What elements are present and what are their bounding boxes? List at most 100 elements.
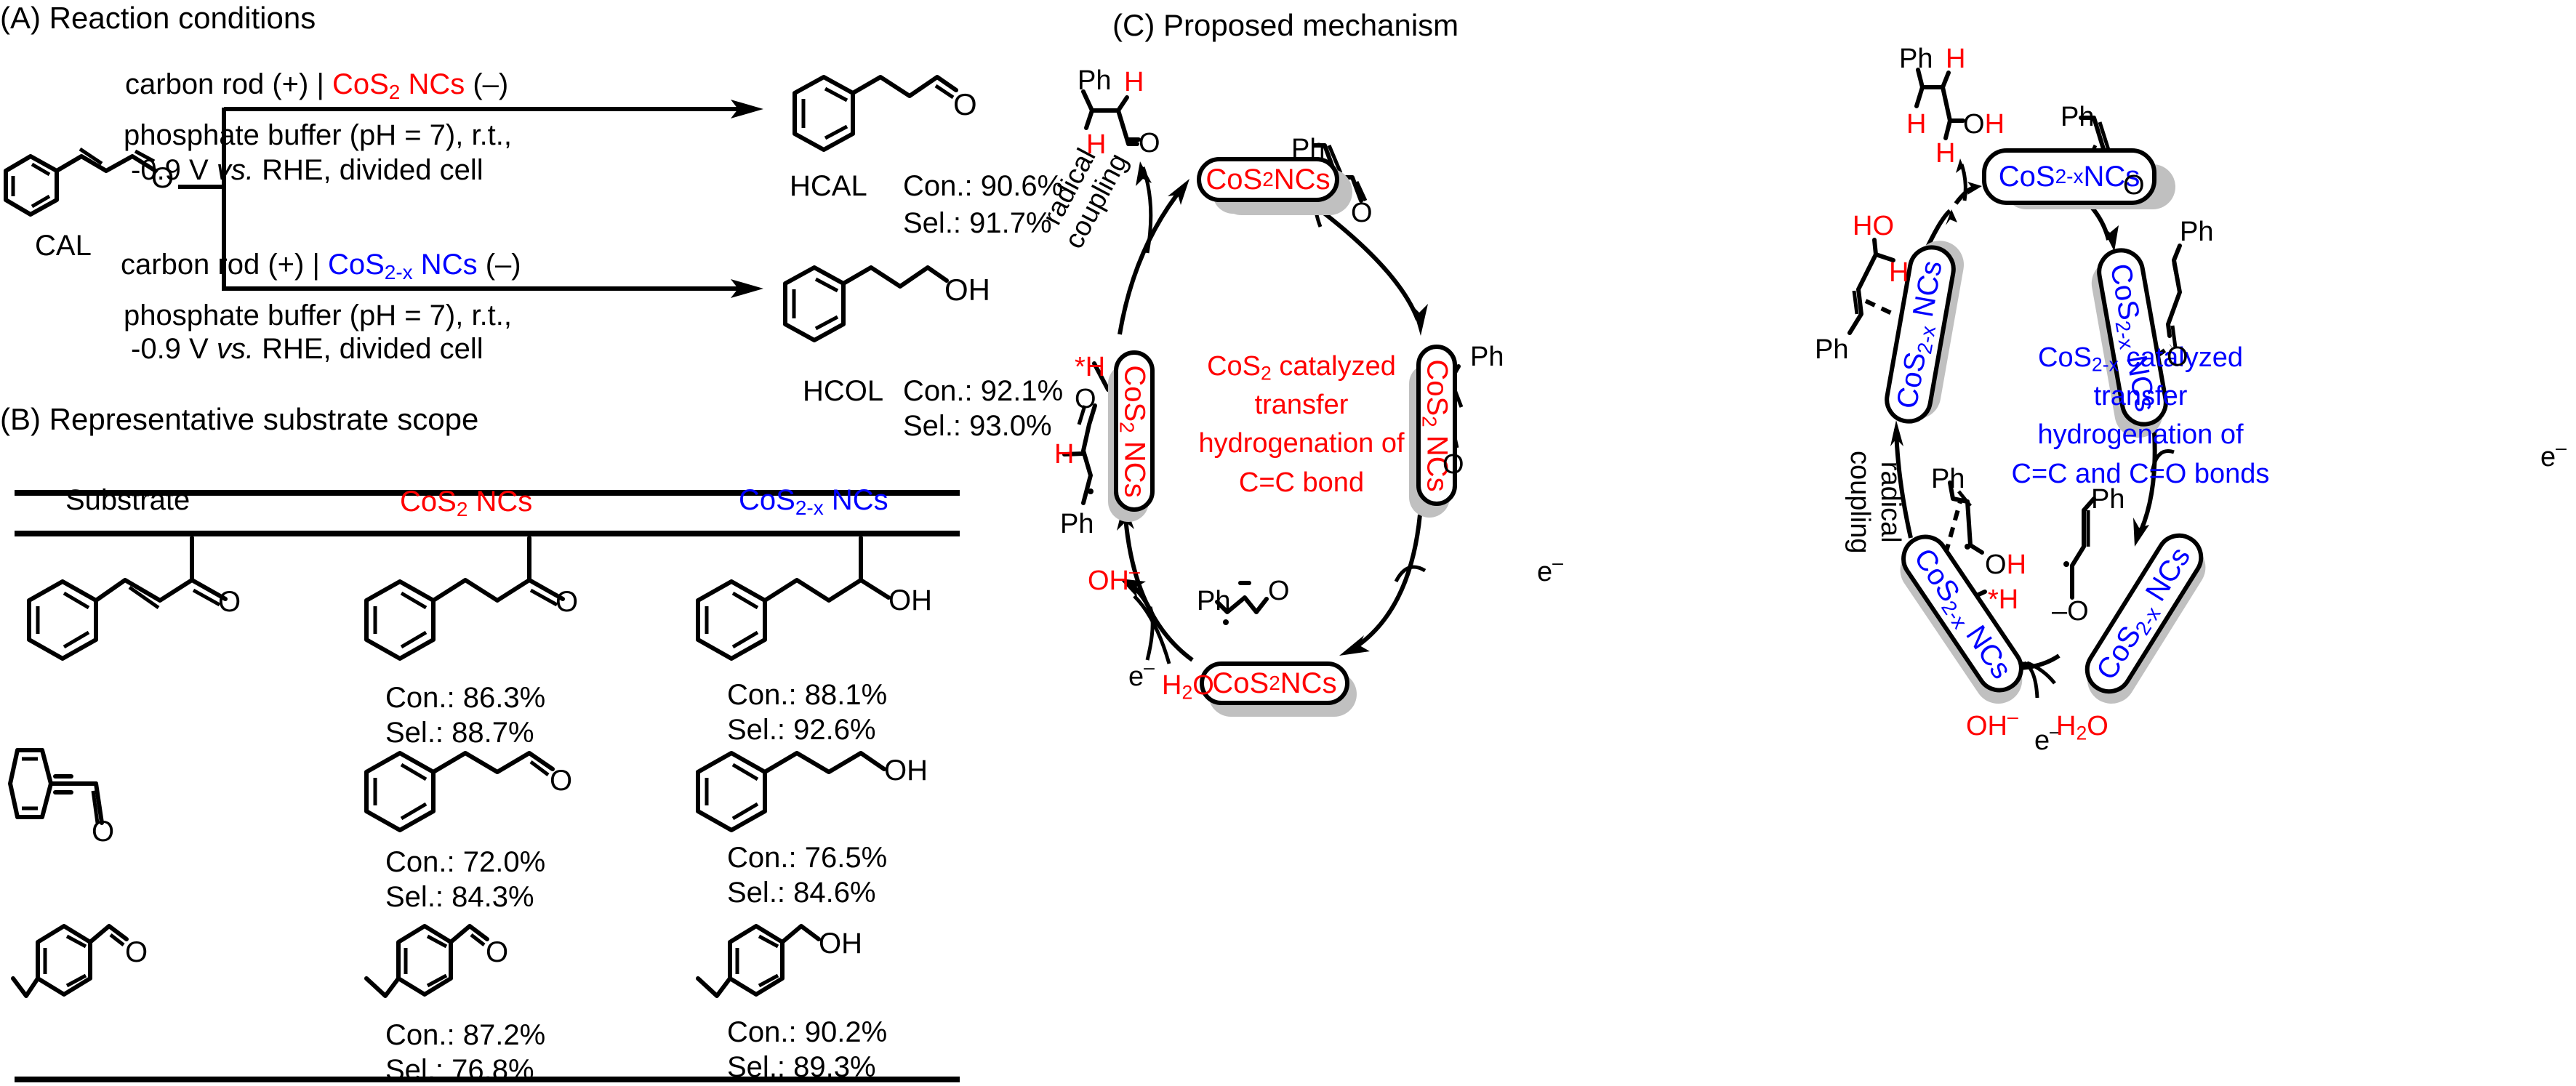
header-cos2x: CoS2-x NCs	[739, 484, 888, 519]
left-water: H2O	[1162, 670, 1214, 704]
left-product-h-top: H	[1124, 67, 1144, 97]
left-product-o: O	[1139, 128, 1160, 158]
route1-catalyst: CoS2 NCs	[332, 68, 465, 103]
left-product-h-bottom: H	[1086, 129, 1107, 160]
right-water: H2O	[2056, 711, 2108, 744]
arrow-head-bottom	[731, 279, 763, 298]
header-substrate: Substrate	[65, 484, 190, 516]
right-product-h1: H	[1946, 44, 1966, 74]
right-left-ph: Ph	[1815, 334, 1849, 365]
row2-cos2x-con: Con.: 76.5%	[727, 842, 888, 874]
table-header-rule	[15, 531, 960, 536]
cal-structure: O	[4, 147, 174, 217]
arrow-head	[1412, 304, 1428, 336]
row1-cos2-o: O	[555, 586, 579, 618]
hcal-structure: O	[793, 75, 977, 152]
panel-a-title: (A) Reaction conditions	[0, 1, 316, 35]
right-radical-o-minus: –O	[2052, 596, 2089, 627]
row3-cos2x-structure	[696, 924, 821, 998]
left-product-ph: Ph	[1078, 65, 1112, 96]
route1-conditions-line2: -0.9 V vs. RHE, divided cell	[131, 154, 483, 186]
right-substrate-o: O	[2123, 170, 2145, 201]
table-bottom-rule	[15, 1077, 960, 1082]
right-cycle-description: CoS2-x catalyzed transfer hydrogenation …	[2011, 342, 2270, 489]
left-cycle-catalyst-right: CoS2 NCs	[1416, 345, 1457, 506]
route2-conditions-line2: -0.9 V vs. RHE, divided cell	[131, 333, 483, 365]
row1-cos2-con: Con.: 86.3%	[385, 682, 546, 714]
right-intermediate-ph: Ph	[1931, 464, 1965, 494]
row2-cos2-structure	[364, 751, 555, 832]
row2-cos2x-oh: OH	[884, 755, 928, 787]
row1-cos2-structure	[364, 536, 565, 661]
row1-substrate-structure	[27, 536, 228, 661]
left-intermediate-h: H	[1054, 439, 1075, 470]
left-adsorbed-ph: Ph	[1470, 342, 1504, 372]
row2-cos2-con: Con.: 72.0%	[385, 846, 546, 878]
cal-label: CAL	[35, 230, 92, 262]
right-adsorbed-o: O	[2167, 342, 2188, 372]
left-electron-1: e–	[1537, 552, 1563, 587]
row3-cos2x-sel: Sel.: 89.3%	[727, 1051, 876, 1083]
right-radical-ph: Ph	[2091, 484, 2125, 515]
right-left-h: H	[1889, 257, 1909, 288]
route2-catalyst: CoS2-x NCs	[327, 249, 478, 283]
right-left-ho: HO	[1853, 211, 1894, 241]
row3-substrate-o: O	[125, 936, 148, 968]
row2-cos2x-structure	[696, 751, 886, 832]
row1-cos2x-oh: OH	[888, 584, 932, 616]
row3-substrate-structure	[11, 924, 129, 998]
right-adsorbed-ph: Ph	[2180, 217, 2214, 247]
arrow-head-top	[731, 100, 763, 118]
row3-cos2-structure	[364, 924, 489, 998]
header-cos2: CoS2 NCs	[400, 486, 533, 520]
panel-b-structures	[8, 536, 891, 998]
left-substrate-o: O	[1351, 198, 1373, 228]
route2-electrodes: carbon rod (+) | CoS2-x NCs (–)	[121, 249, 521, 283]
row2-substrate-structure	[8, 748, 104, 825]
row2-substrate-o: O	[92, 816, 115, 848]
row3-cos2x-oh: OH	[819, 928, 862, 960]
right-intermediate-oh: OH	[1985, 550, 2027, 580]
row1-cos2x-con: Con.: 88.1%	[727, 679, 888, 711]
left-radical-ph: Ph	[1197, 586, 1231, 616]
route1-electrodes: carbon rod (+) | CoS2 NCs (–)	[125, 68, 509, 103]
right-product-ph: Ph	[1899, 44, 1933, 74]
right-electron-1: e–	[2540, 437, 2567, 472]
left-adsorbed-o: O	[1443, 449, 1464, 480]
row2-cos2-sel: Sel.: 84.3%	[385, 881, 534, 913]
right-radical-coupling-label: radical coupling	[1845, 451, 1906, 554]
left-intermediate-o: O	[1075, 384, 1096, 414]
hcal-label: HCAL	[790, 170, 867, 202]
route2-conditions-line1: phosphate buffer (pH = 7), r.t.,	[124, 299, 513, 331]
row1-cos2-sel: Sel.: 88.7%	[385, 717, 534, 749]
left-star-h: *H	[1075, 352, 1106, 382]
row3-cos2-con: Con.: 87.2%	[385, 1019, 546, 1051]
right-star-h: *H	[1988, 584, 2019, 615]
hcol-oh-label: OH	[944, 273, 990, 307]
left-substrate-ph: Ph	[1291, 134, 1325, 164]
right-electron-2: e–	[2034, 720, 2061, 756]
row1-cos2x-structure	[696, 536, 891, 661]
left-cycle-description: CoS2 catalyzed transfer hydrogenation of…	[1198, 351, 1405, 498]
row3-cos2-o: O	[486, 936, 509, 968]
right-substrate-ph: Ph	[2061, 102, 2095, 132]
right-product-h2: H	[1906, 109, 1927, 140]
panel-c-title: (C) Proposed mechanism	[1112, 8, 1459, 42]
hcol-conversion: Con.: 92.1%	[903, 375, 1064, 407]
svg-text:O: O	[953, 87, 977, 121]
left-cycle-catalyst-left: CoS2 NCs	[1114, 350, 1155, 512]
row3-cos2-sel: Sel.: 76.8%	[385, 1054, 534, 1086]
row2-cos2x-sel: Sel.: 84.6%	[727, 877, 876, 909]
row3-cos2x-con: Con.: 90.2%	[727, 1016, 888, 1048]
right-product-oh: OH	[1963, 109, 2005, 140]
panel-b-title: (B) Representative substrate scope	[0, 402, 479, 436]
right-product-h3: H	[1935, 138, 1956, 169]
route1-conditions-line1: phosphate buffer (pH = 7), r.t.,	[124, 119, 513, 151]
hcol-label: HCOL	[803, 375, 884, 407]
hcal-selectivity: Sel.: 91.7%	[903, 207, 1052, 239]
row2-cos2-o: O	[550, 765, 573, 797]
